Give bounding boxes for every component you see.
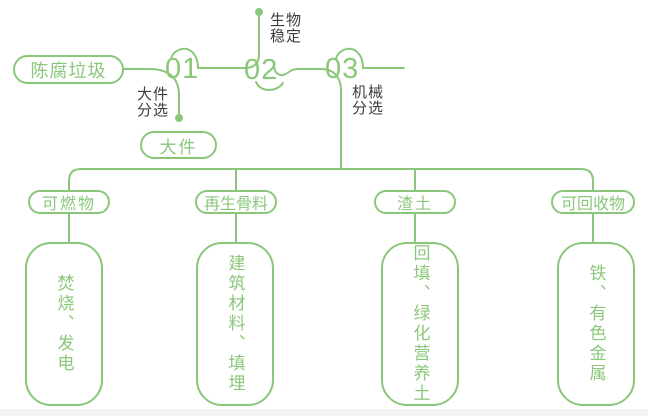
- line-01-to-biostable-dot: [170, 15, 260, 69]
- node-bulky: 大件: [140, 131, 217, 159]
- step-number-01: 01: [165, 53, 200, 85]
- node-recyclables-label: 可回收物: [560, 196, 625, 213]
- node-bulky-label: 大件: [159, 137, 198, 157]
- box-recycled-aggregate-use-text: 建筑材料、填埋: [225, 254, 245, 394]
- node-recycled-aggregate-label: 再生骨料: [203, 196, 268, 213]
- node-recycled-aggregate: 再生骨料: [195, 190, 277, 214]
- arc-under-02: [255, 81, 284, 91]
- box-combustibles-use: 焚烧、发电: [25, 242, 103, 406]
- bottom-edge-strip: [0, 409, 648, 416]
- box-combustibles-use-text: 焚烧、发电: [54, 274, 74, 374]
- branch-connector: [68, 168, 594, 191]
- box-recycled-aggregate-use: 建筑材料、填埋: [196, 242, 274, 406]
- node-source: 陈腐垃圾: [13, 55, 124, 84]
- label-mechanical-sorting-line1: 机械: [352, 84, 385, 101]
- line-source-to-bulky: [123, 68, 180, 115]
- label-bulky-sorting: 大件 分选: [137, 87, 169, 119]
- label-bio-stabilization-line1: 生物: [270, 12, 303, 29]
- node-combustibles-label: 可燃物: [41, 196, 96, 213]
- node-recyclables: 可回收物: [551, 190, 635, 214]
- box-residue-soil-use: 回填、绿化营养土: [381, 242, 459, 406]
- node-source-label: 陈腐垃圾: [30, 60, 107, 81]
- box-residue-soil-use-text: 回填、绿化营养土: [410, 244, 430, 404]
- label-mechanical-sorting-line2: 分选: [352, 100, 385, 117]
- node-residue-soil: 渣土: [374, 190, 456, 214]
- label-mechanical-sorting: 机械 分选: [352, 85, 384, 117]
- label-bulky-sorting-line1: 大件: [137, 86, 170, 103]
- junction-dot-bulky: [175, 114, 183, 122]
- line-03-out: [335, 47, 405, 69]
- box-recyclables-use: 铁、有色金属: [557, 242, 635, 406]
- box-recyclables-use-text: 铁、有色金属: [586, 264, 606, 384]
- node-residue-soil-label: 渣土: [396, 196, 433, 213]
- junction-dot-biostable: [255, 8, 263, 16]
- label-bio-stabilization-line2: 稳定: [270, 28, 303, 45]
- step-number-02: 02: [244, 54, 279, 86]
- step-number-03: 03: [325, 53, 360, 85]
- node-combustibles: 可燃物: [28, 190, 110, 214]
- label-bulky-sorting-line2: 分选: [137, 102, 170, 119]
- line-02-to-03-trunk: [273, 63, 342, 170]
- label-bio-stabilization: 生物 稳定: [270, 13, 302, 45]
